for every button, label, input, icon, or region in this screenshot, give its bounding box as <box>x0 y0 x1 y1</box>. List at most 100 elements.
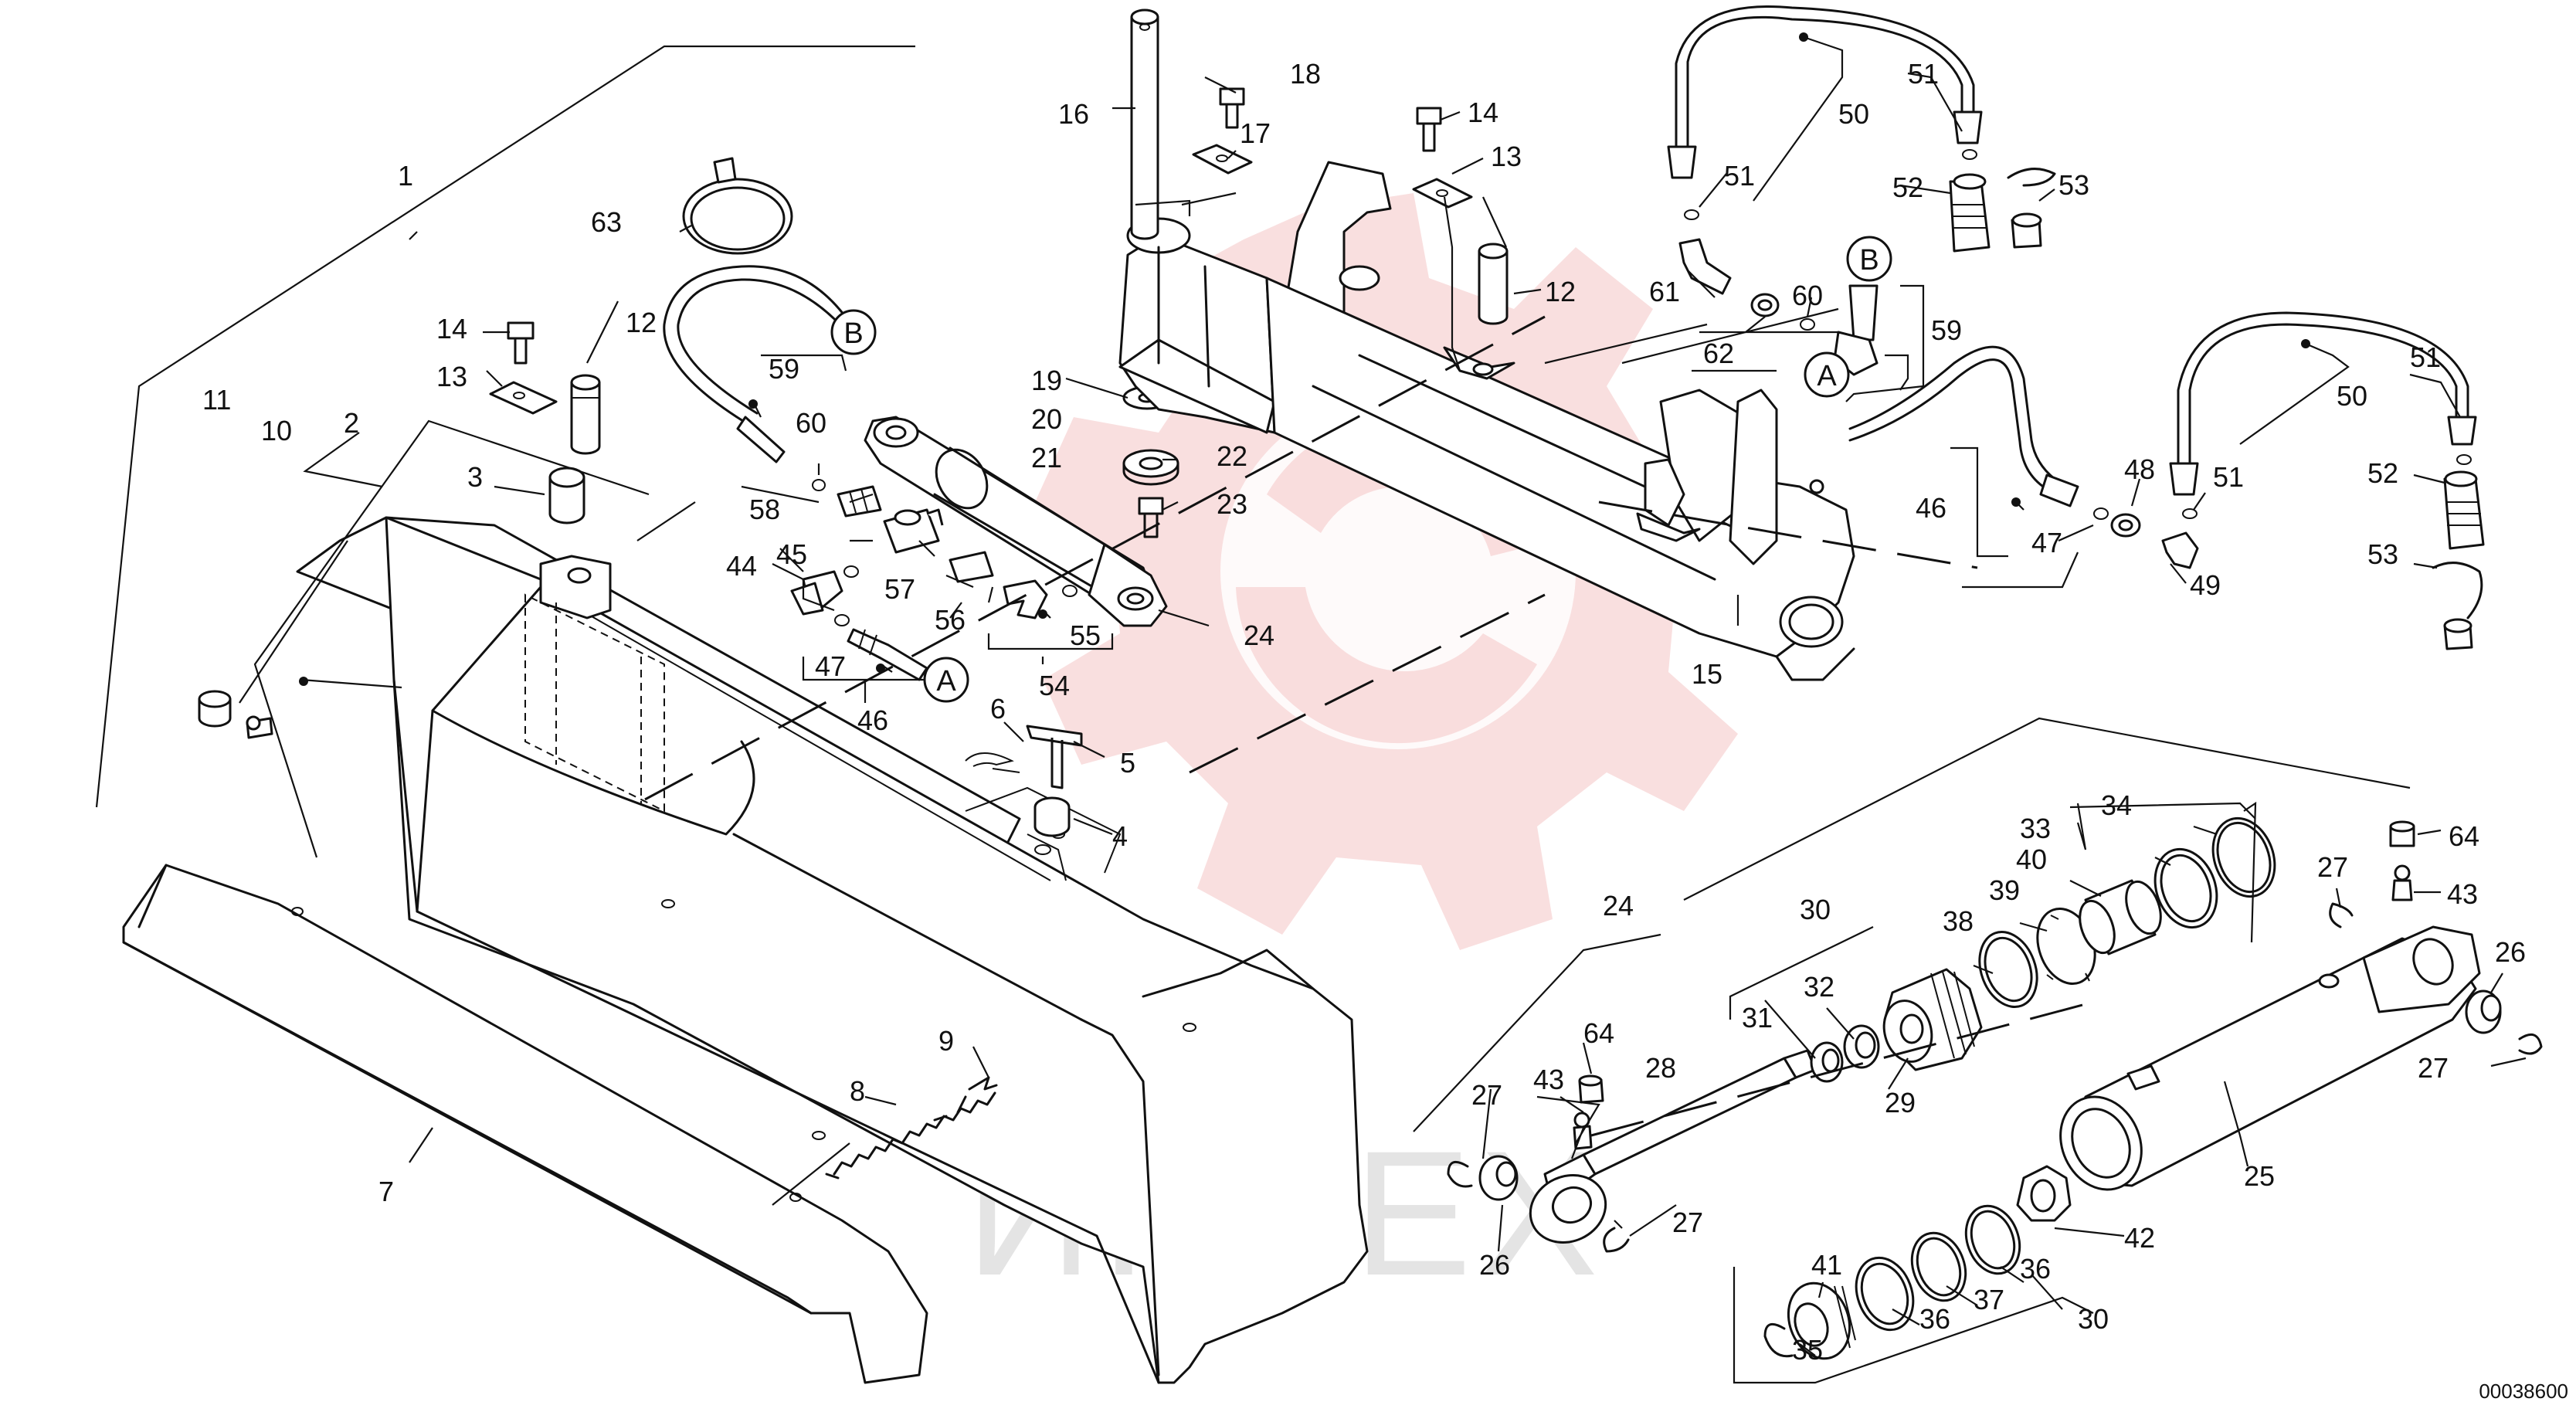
o-ring-part-47-left <box>834 614 850 626</box>
ring-part-34-inner <box>2216 821 2272 894</box>
callout-35: 35 <box>1792 1334 1823 1366</box>
spring-part-8 <box>825 1091 996 1179</box>
ring-part-34 <box>2211 816 2276 898</box>
bolt-part-18 <box>1219 87 1245 129</box>
connector-b-right: B <box>1846 236 1892 282</box>
seal-part-36-lower <box>1855 1256 1915 1332</box>
callout-17: 17 <box>1240 117 1271 149</box>
elbow-part-49 <box>2161 531 2199 569</box>
circlip-part-27-right-lower <box>2518 1033 2543 1055</box>
seal-part-36-upper <box>1964 1204 2021 1275</box>
connector-b-left: B <box>830 309 877 355</box>
callout-9: 9 <box>938 1025 954 1057</box>
callout-47-left: 47 <box>815 650 846 682</box>
bush-part-4 <box>1033 796 1071 837</box>
grease-nipple-part-10 <box>246 715 273 739</box>
pin-part-12-right <box>1478 243 1509 325</box>
callout-37: 37 <box>1974 1284 2004 1315</box>
fitting-part-58 <box>837 485 882 518</box>
callout-20: 20 <box>1031 403 1062 435</box>
bush-part-3 <box>548 467 585 524</box>
coupler-part-52-right <box>2443 470 2485 550</box>
callout-51-top-left: 51 <box>1724 160 1755 192</box>
connector-a-left: A <box>923 657 969 703</box>
bolt-part-14-right <box>1416 107 1442 152</box>
fitting-part-44 <box>790 582 824 616</box>
callout-27-left-lower: 27 <box>1672 1207 1703 1238</box>
tee-part-57 <box>883 508 944 554</box>
fitting-part-62 <box>1750 293 1780 317</box>
centerline-frame-right <box>1598 501 1978 569</box>
washer-part-22 <box>1122 449 1179 486</box>
callout-63: 63 <box>591 206 622 238</box>
callout-13-right: 13 <box>1491 141 1522 172</box>
circlip-part-35 <box>1763 1322 1794 1358</box>
seal-part-36-lower-inner <box>1860 1262 1909 1325</box>
dust-cap-part-53-right <box>2432 562 2483 650</box>
hose-part-59-left <box>663 265 855 491</box>
fitting-part-56 <box>949 551 994 583</box>
plate-part-17 <box>1192 144 1253 175</box>
hose-clamp-part-63 <box>682 157 793 255</box>
callout-33: 33 <box>2020 813 2051 844</box>
callout-8: 8 <box>850 1075 865 1107</box>
callout-14-left: 14 <box>436 313 467 345</box>
callout-44: 44 <box>726 550 757 582</box>
callout-18: 18 <box>1290 58 1321 90</box>
fitting-part-48 <box>2110 513 2141 538</box>
seal-part-37 <box>1910 1231 1967 1302</box>
drawing-code: 00038600 <box>2479 1380 2568 1403</box>
piston-part-41 <box>1787 1281 1856 1360</box>
connector-a-right: A <box>1804 351 1850 398</box>
callout-4: 4 <box>1112 820 1128 852</box>
callout-32: 32 <box>1804 971 1834 1003</box>
callout-64-right: 64 <box>2449 820 2479 852</box>
circlip-part-27-right-upper <box>2329 902 2354 928</box>
callout-26-left: 26 <box>1479 1249 1510 1281</box>
pin-part-5 <box>1026 725 1083 789</box>
callout-59-left: 59 <box>769 353 799 385</box>
bush-part-26-right <box>2465 989 2502 1034</box>
o-ring-part-51-top-right <box>1962 149 1977 160</box>
hose-part-50-top <box>1667 5 1983 179</box>
callout-38: 38 <box>1943 905 1974 937</box>
callout-27-right-upper: 27 <box>2317 851 2348 883</box>
callout-51-top-right: 51 <box>1908 58 1939 90</box>
centerline-bucket-cylinder <box>1189 593 1546 774</box>
nut-part-42 <box>2016 1165 2072 1222</box>
callout-58: 58 <box>749 494 780 525</box>
bush-part-11 <box>198 690 232 728</box>
callout-55: 55 <box>1070 619 1101 651</box>
grease-nipple-part-43-right <box>2391 864 2413 901</box>
callout-27-right-lower: 27 <box>2418 1052 2449 1084</box>
callout-7: 7 <box>378 1176 394 1207</box>
cylinder-barrel-part-25 <box>2059 925 2481 1191</box>
callout-59-right: 59 <box>1931 314 1962 346</box>
callout-23: 23 <box>1217 488 1247 520</box>
callout-39: 39 <box>1989 874 2020 906</box>
o-ring-part-55 <box>1062 585 1078 597</box>
callout-50-right: 50 <box>2337 380 2367 412</box>
elbow-part-61 <box>1678 238 1732 295</box>
o-ring-part-38 <box>1978 931 2038 1008</box>
svg-text:B: B <box>1859 244 1879 277</box>
leader-lines <box>95 32 2527 1384</box>
pin-part-12-left <box>570 374 601 455</box>
seal-part-36-upper-inner <box>1970 1210 2016 1270</box>
callout-12-right: 12 <box>1545 276 1576 307</box>
coupler-part-52-top <box>1949 173 1991 253</box>
frame-part-15 <box>1118 161 1855 681</box>
centerline-cylinder-lower <box>1590 1003 2086 1137</box>
circlip-part-27-left-lower <box>1603 1227 1630 1253</box>
callout-46-right: 46 <box>1916 492 1946 524</box>
callout-36-upper: 36 <box>2020 1253 2051 1285</box>
centerline-left-frame <box>644 315 1546 801</box>
svg-text:A: A <box>936 665 956 698</box>
seal-part-33 <box>2153 847 2218 929</box>
o-ring-part-38-inner <box>1984 936 2033 1003</box>
callout-43-left: 43 <box>1533 1064 1564 1095</box>
callout-5: 5 <box>1120 747 1135 779</box>
mast-part-16 <box>1130 8 1159 240</box>
